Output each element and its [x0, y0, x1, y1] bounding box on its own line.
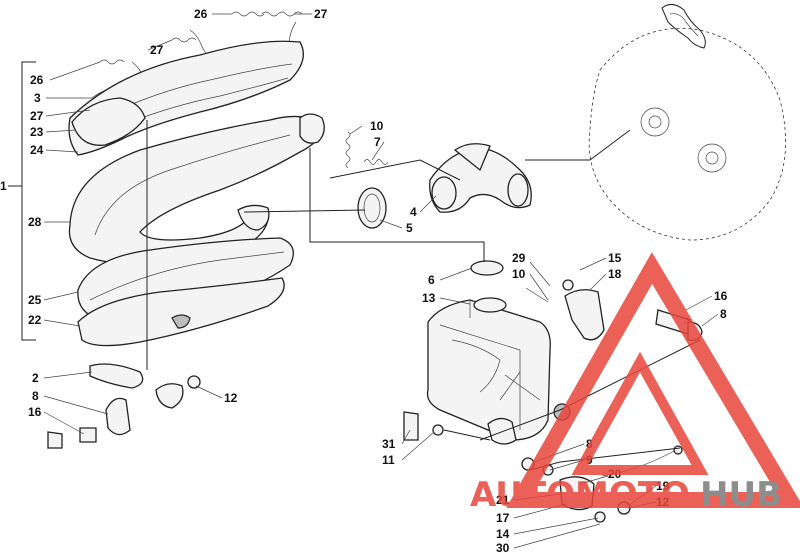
callout-10-right: 10 [512, 267, 526, 281]
callout-31: 31 [382, 437, 396, 451]
callout-7: 7 [374, 135, 381, 149]
callout-12-left: 12 [224, 391, 238, 405]
callout-26-top: 26 [194, 7, 208, 21]
callout-28: 28 [28, 215, 42, 229]
callout-3: 3 [34, 91, 41, 105]
callout-21: 21 [496, 493, 510, 507]
callout-15: 15 [608, 251, 622, 265]
spring-10-top [345, 131, 351, 169]
group-bracket-1 [21, 61, 36, 341]
tank-bracket-right [525, 279, 605, 421]
callout-8-right: 8 [720, 307, 727, 321]
callout-27-top: 27 [314, 7, 328, 21]
spring-7 [363, 159, 389, 165]
callout-13: 13 [422, 291, 436, 305]
callout-labels: 26 27 27 26 3 27 23 24 1 28 25 22 10 7 4… [0, 7, 728, 555]
callout-5: 5 [406, 221, 413, 235]
callout-25: 25 [28, 293, 42, 307]
callout-24: 24 [30, 143, 44, 157]
callout-26-left: 26 [30, 73, 44, 87]
engine-outline [525, 4, 787, 241]
callout-1: 1 [0, 179, 7, 193]
callout-19: 19 [656, 479, 670, 493]
watermark-brand-b: HUB [700, 475, 782, 515]
callout-23: 23 [30, 125, 44, 139]
seal-ring-5 [357, 187, 387, 229]
callout-2: 2 [32, 371, 39, 385]
callout-10-top: 10 [370, 119, 384, 133]
callout-16-right: 16 [714, 289, 728, 303]
callout-6: 6 [428, 273, 435, 287]
callout-29: 29 [512, 251, 526, 265]
y-pipe-manifold [429, 143, 532, 213]
callout-8-left: 8 [32, 389, 39, 403]
callout-11: 11 [382, 453, 395, 467]
watermark-brand-a: AUTOMOTO [470, 475, 690, 515]
muffler-bracket-left [47, 363, 201, 449]
oil-tank [426, 260, 551, 441]
watermark-logo: AUTOMOTO HUB [470, 252, 800, 515]
callout-17: 17 [496, 511, 510, 525]
heat-shield-upper [68, 40, 304, 156]
assembly-lines [146, 120, 701, 471]
callout-27-mid: 27 [150, 43, 164, 57]
callout-22: 22 [28, 313, 42, 327]
callout-14: 14 [496, 527, 510, 541]
callout-27-left: 27 [30, 109, 44, 123]
muffler-lower [77, 237, 294, 347]
callout-4: 4 [410, 205, 417, 219]
callout-30: 30 [496, 541, 510, 555]
callout-16-left: 16 [28, 405, 42, 419]
callout-18: 18 [608, 267, 622, 281]
